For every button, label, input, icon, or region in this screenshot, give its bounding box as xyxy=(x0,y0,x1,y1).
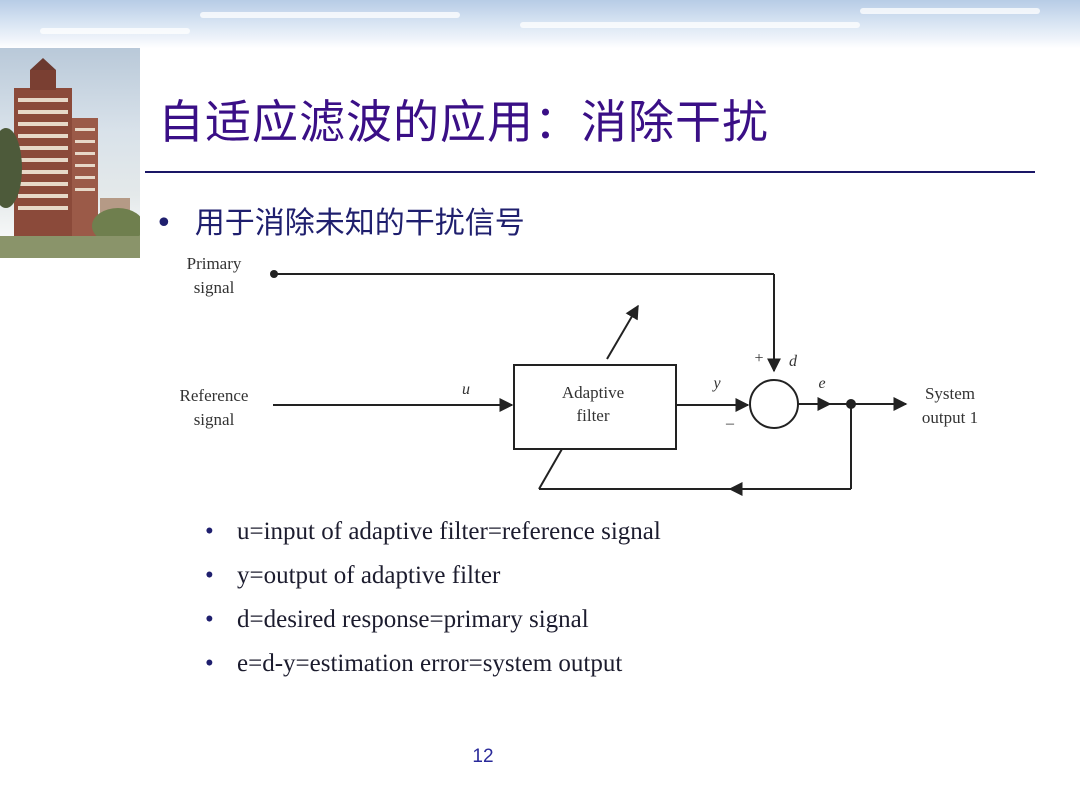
title-underline xyxy=(145,171,1035,173)
definition-item: • u=input of adaptive filter=reference si… xyxy=(205,510,661,554)
definition-text: e=d-y=estimation error=system output xyxy=(237,650,623,677)
slide-title: 自适应滤波的应用：消除干扰 xyxy=(158,95,769,149)
adaptive-noise-cancellation-diagram: Primary signal Reference signal u Adapti… xyxy=(180,254,978,496)
primary-signal-label-line1: Primary xyxy=(187,254,242,273)
bullet-dot: • xyxy=(205,518,214,545)
definition-item: • d=desired response=primary signal xyxy=(205,598,661,642)
system-output-label-line2: output 1 xyxy=(922,408,978,427)
adaptation-arrow xyxy=(606,304,639,360)
bullet-dot: • xyxy=(205,562,214,589)
adaptive-filter-label-line2: filter xyxy=(576,406,609,425)
e-label: e xyxy=(818,375,825,392)
definition-text: y=output of adaptive filter xyxy=(237,562,501,589)
summing-junction xyxy=(749,379,799,429)
main-bullet: • 用于消除未知的干扰信号 xyxy=(155,198,525,242)
definition-text: u=input of adaptive filter=reference sig… xyxy=(237,518,661,545)
definition-text: d=desired response=primary signal xyxy=(237,606,589,633)
primary-signal-label-line2: signal xyxy=(194,278,235,297)
y-label: y xyxy=(711,375,721,392)
adaptive-filter-block xyxy=(513,364,677,450)
u-label: u xyxy=(462,381,470,398)
definition-item: • y=output of adaptive filter xyxy=(205,554,661,598)
bullet-dot: • xyxy=(205,650,214,677)
page-number: 12 xyxy=(472,746,494,767)
minus-sign: – xyxy=(725,415,735,432)
adaptive-filter-label-line1: Adaptive xyxy=(562,383,624,402)
definition-list: • u=input of adaptive filter=reference si… xyxy=(205,510,661,686)
feedback-slant xyxy=(538,448,563,490)
system-output-label-line1: System xyxy=(925,384,975,403)
bullet-dot: • xyxy=(205,606,214,633)
reference-signal-label-line2: signal xyxy=(194,410,235,429)
sky-banner xyxy=(0,0,1080,48)
plus-sign: + xyxy=(754,350,763,367)
definition-item: • e=d-y=estimation error=system output xyxy=(205,642,661,686)
reference-signal-label-line1: Reference xyxy=(180,386,249,405)
main-bullet-text: 用于消除未知的干扰信号 xyxy=(194,206,525,241)
campus-building-photo xyxy=(0,48,140,258)
d-label: d xyxy=(789,353,798,370)
bullet-dot: • xyxy=(155,206,173,241)
